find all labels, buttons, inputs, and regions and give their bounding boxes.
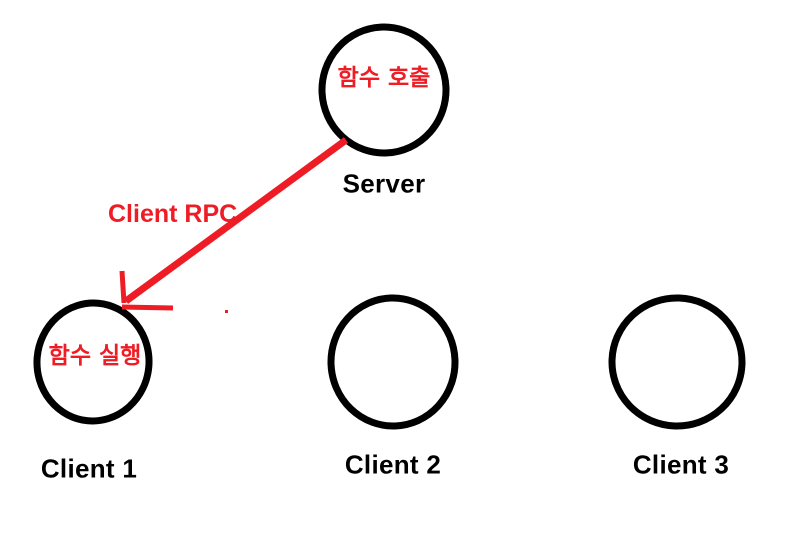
server-inner-annotation: 함수 호출 [337,65,431,91]
client-1-node-label: Client 1 [40,453,138,484]
rpc-arrow-shaft[interactable] [123,137,349,304]
rpc-arrowhead-vertical [119,270,127,304]
client-2-node-label: Client 2 [344,449,442,480]
server-node-label: Server [342,168,426,199]
client-1-inner-annotation: 함수 실행 [48,343,142,369]
client-1-node-circle[interactable] [32,298,154,425]
server-node-circle[interactable] [318,23,450,157]
rpc-arrowhead-horizontal [121,304,174,311]
stray-ink-dot [225,310,228,313]
client-2-node-circle[interactable] [327,294,459,430]
rpc-edge-label: Client RPC [108,200,238,228]
client-3-node-circle[interactable] [608,294,746,430]
client-3-node-label: Client 3 [632,449,730,480]
